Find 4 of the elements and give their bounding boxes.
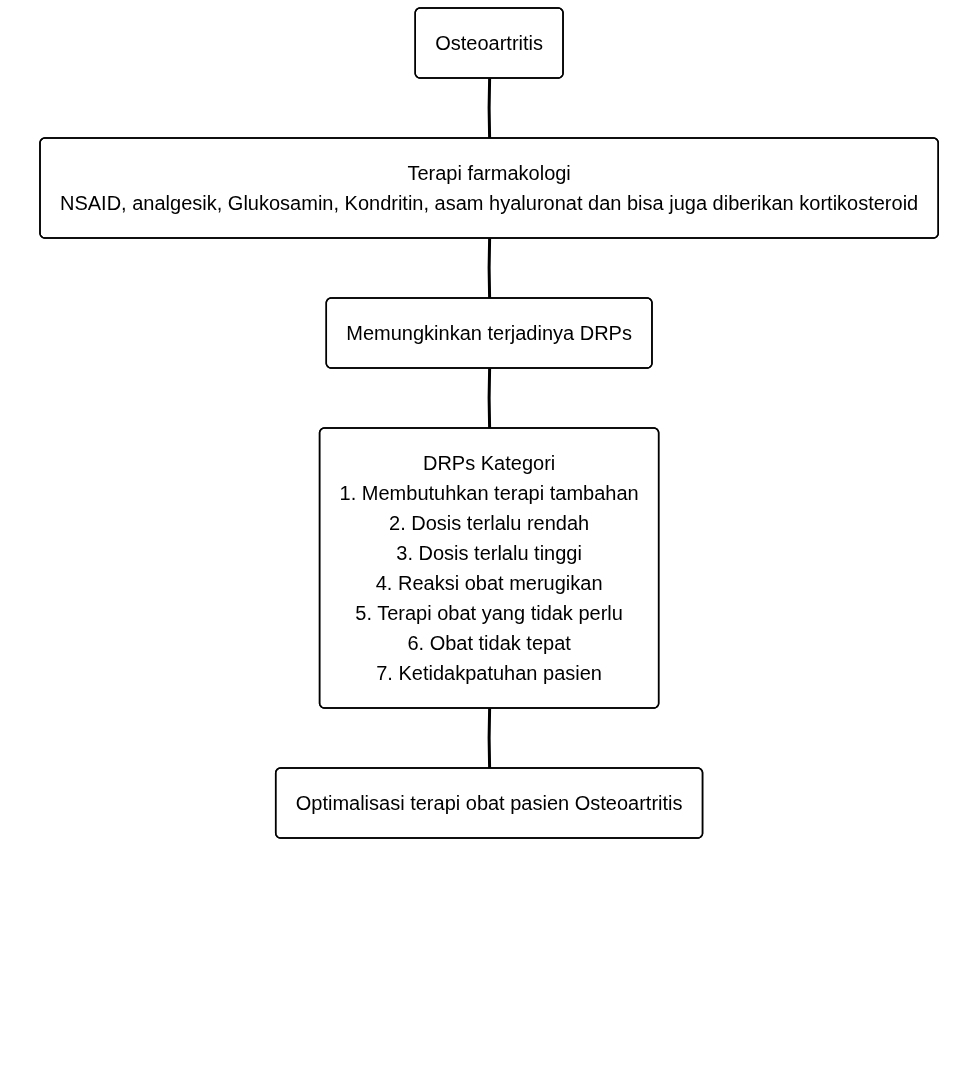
- connector: [487, 78, 491, 139]
- connector: [487, 368, 491, 429]
- connector: [487, 708, 491, 769]
- connector: [487, 238, 491, 299]
